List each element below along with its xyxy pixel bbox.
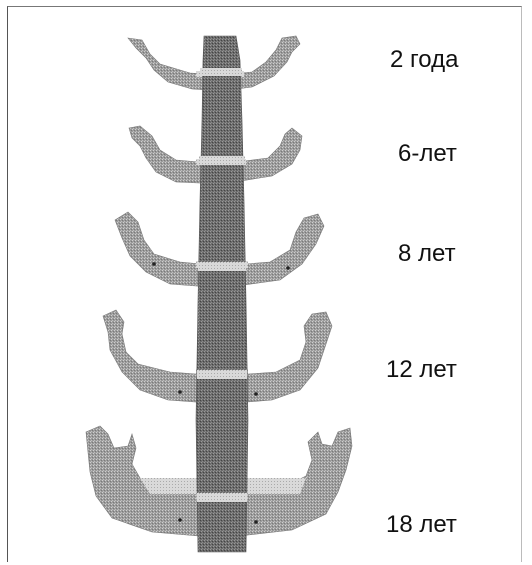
label-age-12: 12 лет: [386, 358, 457, 382]
label-age-2: 2 года: [390, 48, 458, 72]
label-age-6: 6-лет: [398, 142, 457, 166]
central-axis-bar: [196, 36, 248, 552]
label-age-18: 18 лет: [386, 513, 457, 537]
label-age-8: 8 лет: [398, 242, 456, 266]
